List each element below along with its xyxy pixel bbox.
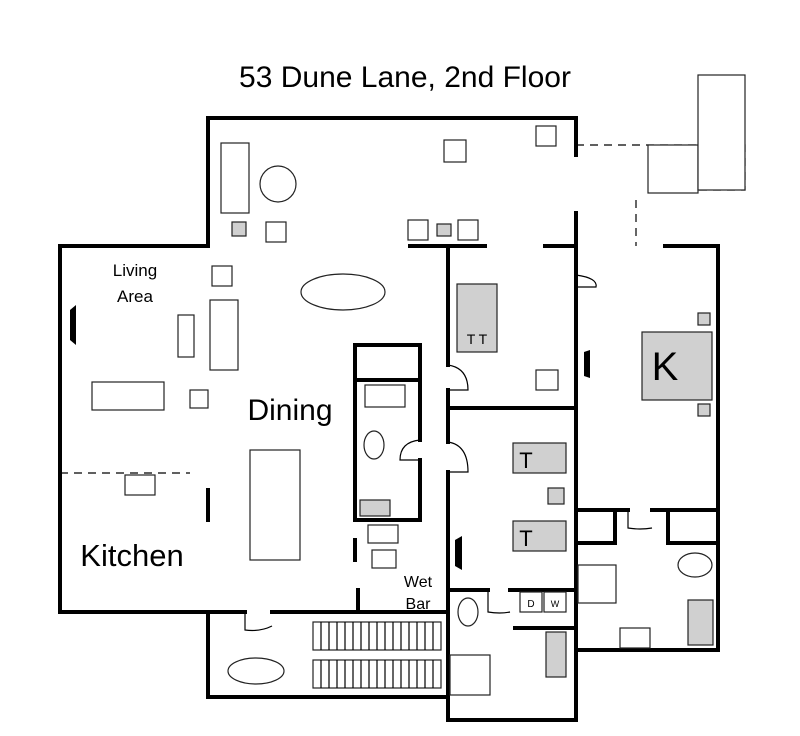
tub: [545, 631, 567, 678]
stairs: [312, 74, 746, 689]
tub-2: [687, 599, 714, 646]
toilet-3: [677, 552, 713, 578]
svg-text:D: D: [527, 599, 534, 610]
dining-table-round: [300, 273, 386, 311]
label-area: Area: [117, 287, 153, 306]
sofa-top: [220, 142, 250, 214]
tv-icon: [70, 305, 76, 345]
game-table: [443, 139, 467, 163]
toilet-2: [457, 597, 479, 627]
svg-text:K: K: [652, 345, 679, 389]
furniture: [70, 125, 714, 696]
dining-table: [249, 449, 301, 561]
room-labels: Living Area Dining Kitchen Wet Bar: [80, 261, 432, 613]
sink-island: [124, 474, 156, 496]
walls: [58, 116, 746, 722]
plan-title: 53 Dune Lane, 2nd Floor: [239, 61, 571, 94]
label-wet: Wet: [404, 574, 433, 591]
label-living: Living: [113, 261, 157, 280]
bath-sink: [364, 384, 406, 408]
toilet: [363, 430, 385, 460]
tv-icon: [584, 350, 590, 378]
armchair: [265, 221, 287, 243]
label-kitchen: Kitchen: [80, 538, 183, 573]
tile-grid-2: [577, 564, 617, 604]
sofa-living-2: [91, 381, 165, 411]
tv-icon: [455, 536, 462, 570]
svg-text:T: T: [519, 448, 532, 473]
hot-tub: [227, 657, 285, 685]
sofa-living: [209, 299, 239, 371]
svg-text:T: T: [519, 526, 532, 551]
twin-bed-pair: [456, 283, 498, 353]
tile-grid: [449, 654, 491, 696]
doors: [244, 274, 653, 632]
label-dining: Dining: [247, 394, 332, 427]
svg-text:T T: T T: [467, 331, 488, 347]
svg-text:W: W: [551, 599, 560, 609]
shower: [359, 499, 391, 517]
king-bed: [641, 331, 713, 401]
twin-bed-b: [512, 520, 567, 552]
label-bar: Bar: [406, 596, 432, 613]
beds: T T K T T D W: [456, 283, 713, 610]
round-table: [259, 165, 297, 203]
dryer: [519, 591, 543, 613]
twin-bed-a: [512, 442, 567, 474]
washer: [543, 591, 567, 613]
